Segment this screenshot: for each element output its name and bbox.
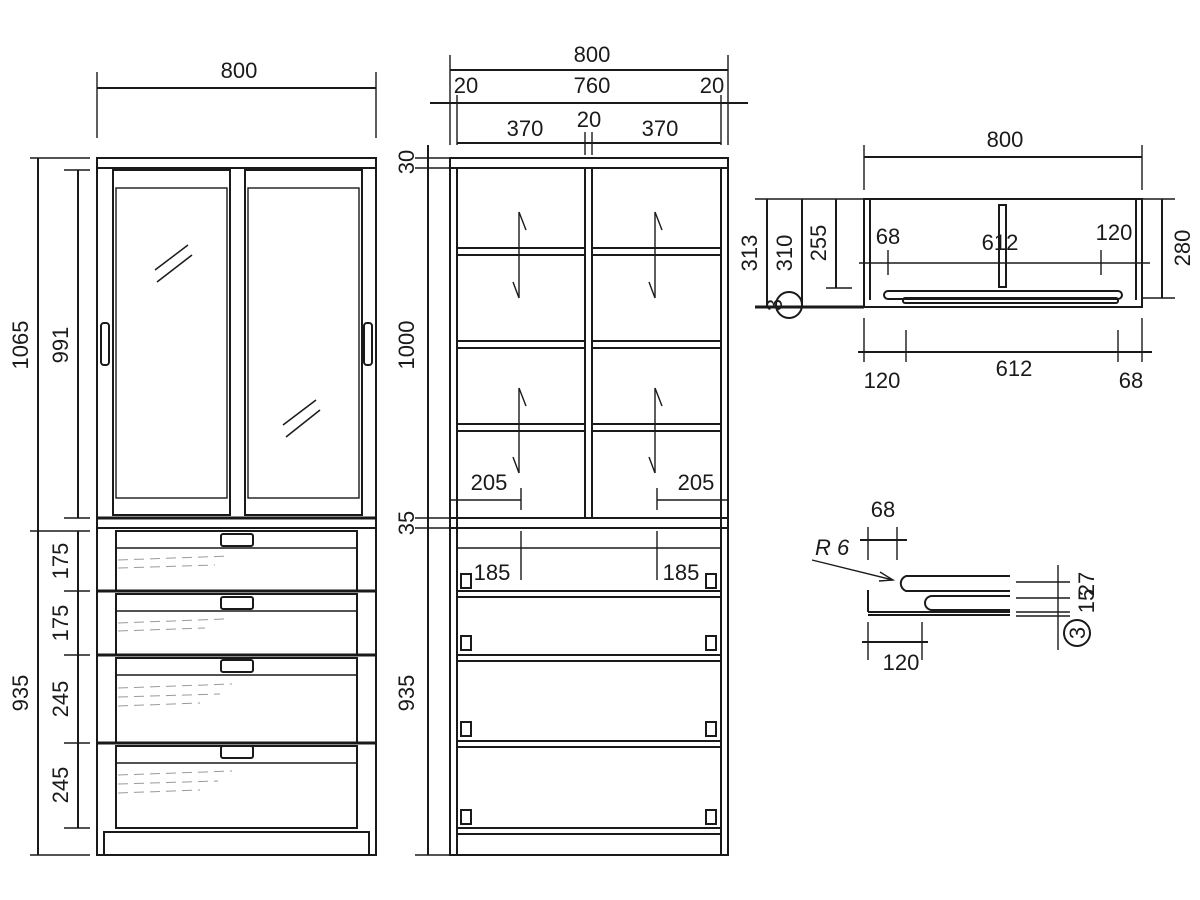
front-view: 800 1065 991 935 175 175 245 245 (8, 58, 377, 856)
plan-310-label: 310 (772, 235, 797, 272)
front-right-door (244, 169, 363, 516)
rail-right-15-label: 15 (1074, 589, 1099, 613)
rail-top-68-label: 68 (871, 497, 895, 522)
rail-detail: 68 R 6 15 27 3 120 (811, 497, 1099, 675)
plan-bottom-120-label: 120 (864, 368, 901, 393)
shelf-adjust-arrows (512, 211, 663, 474)
front-drawer-3-label: 245 (48, 681, 73, 718)
front-plinth (103, 831, 370, 856)
inner-side-left-label: 20 (454, 73, 478, 98)
inner-carcass (449, 157, 729, 856)
inner-divider-label: 20 (577, 107, 601, 132)
inner-mid-label: 35 (394, 511, 419, 535)
plan-top-120-label: 120 (1096, 220, 1133, 245)
rail-circle-marker (1063, 619, 1091, 647)
inner-top-label: 30 (394, 150, 419, 174)
inner-shelf-right-label: 205 (678, 470, 715, 495)
plan-width-label: 800 (987, 127, 1024, 152)
inner-drawer-left-label: 185 (474, 560, 511, 585)
inner-upper-height-label: 1000 (394, 321, 419, 370)
front-drawer-1 (115, 530, 358, 592)
plan-255-label: 255 (806, 225, 831, 262)
inner-shelf-left-label: 205 (471, 470, 508, 495)
inner-shelves (456, 247, 722, 432)
plan-top-68-label: 68 (876, 224, 900, 249)
inner-center-label: 760 (574, 73, 611, 98)
front-lower-height-label: 935 (8, 675, 33, 712)
inner-lower-height-label: 935 (394, 675, 419, 712)
front-drawer-1-label: 175 (48, 543, 73, 580)
plan-313-label: 313 (737, 235, 762, 272)
inner-bay-left-label: 370 (507, 116, 544, 141)
inner-width-label: 800 (574, 42, 611, 67)
front-drawer-2-label: 175 (48, 605, 73, 642)
front-drawer-4 (115, 745, 358, 829)
rail-right-27-label: 27 (1074, 572, 1099, 596)
inner-view: 800 20 760 20 370 20 370 30 1000 35 935 (394, 42, 748, 856)
right-door-handle (363, 322, 373, 366)
plan-circle-label: 3 (762, 299, 787, 311)
drawer-2-handle (220, 596, 254, 610)
drawer-4-handle (220, 745, 254, 759)
front-upper-height-label: 991 (48, 327, 73, 364)
plan-280-label: 280 (1170, 230, 1195, 267)
front-drawer-2 (115, 593, 358, 656)
left-door-handle (100, 322, 110, 366)
rail-bottom-120-label: 120 (883, 650, 920, 675)
front-width-label: 800 (221, 58, 258, 83)
drawer-runner-clips (460, 573, 717, 825)
plan-view: 800 68 612 120 313 310 255 3 280 (737, 127, 1195, 393)
rail-radius-label: R 6 (815, 535, 850, 560)
inner-side-right-label: 20 (700, 73, 724, 98)
front-left-door (112, 169, 231, 516)
inner-drawers (456, 590, 722, 835)
front-drawer-4-label: 245 (48, 767, 73, 804)
inner-drawer-right-label: 185 (663, 560, 700, 585)
plan-body (863, 198, 1143, 308)
front-total-height-label: 1065 (8, 321, 33, 370)
plan-bottom-68-label: 68 (1119, 368, 1143, 393)
plan-top-612-label: 612 (982, 230, 1019, 255)
plan-circle-marker (775, 291, 803, 319)
drawer-3-handle (220, 659, 254, 673)
drawer-1-handle (220, 533, 254, 547)
rail-circle-label: 3 (1065, 627, 1090, 639)
front-drawer-3 (115, 657, 358, 744)
inner-bay-right-label: 370 (642, 116, 679, 141)
plan-bottom-612-label: 612 (996, 356, 1033, 381)
